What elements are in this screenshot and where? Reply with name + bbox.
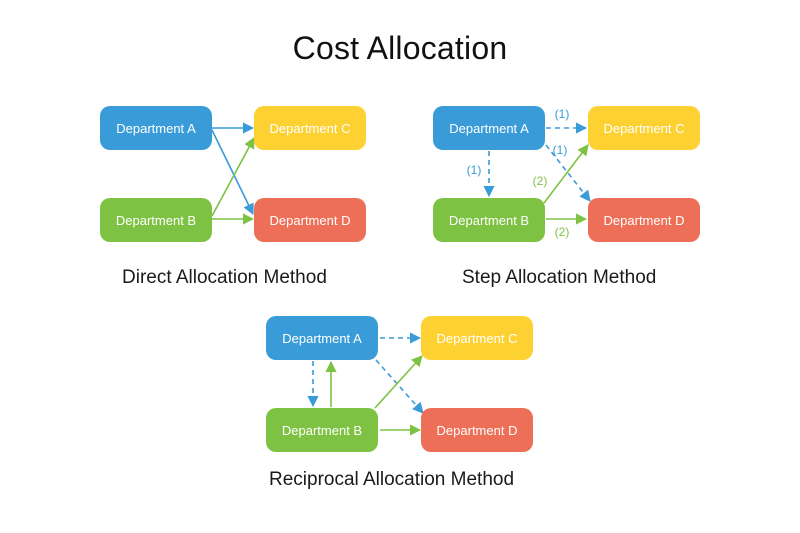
direct-department-b: Department B <box>100 198 212 242</box>
direct-b-to-c-arrow <box>211 137 255 217</box>
direct-method-label: Direct Allocation Method <box>122 267 327 288</box>
step-department-a: Department A <box>433 106 545 150</box>
direct-department-d: Department D <box>254 198 366 242</box>
reciprocal-department-d: Department D <box>421 408 533 452</box>
step-b-to-c-label: (2) <box>533 174 548 188</box>
step-department-b: Department B <box>433 198 545 242</box>
reciprocal-method-label: Reciprocal Allocation Method <box>269 469 515 490</box>
reciprocal-department-a: Department A <box>266 316 378 360</box>
direct-a-to-d-arrow <box>211 129 254 216</box>
diagram-title: Cost Allocation <box>292 30 508 66</box>
step-a-to-b-label: (1) <box>467 163 482 177</box>
step-a-to-d-label: (1) <box>553 143 568 157</box>
reciprocal-department-c: Department C <box>421 316 533 360</box>
recip-b-to-c-arrow <box>374 355 423 409</box>
step-method-label: Step Allocation Method <box>462 267 657 288</box>
reciprocal-department-b: Department B <box>266 408 378 452</box>
step-a-to-d-arrow <box>545 144 591 202</box>
direct-department-c: Department C <box>254 106 366 150</box>
recip-a-to-d-arrow <box>375 359 424 414</box>
step-b-to-c-arrow <box>543 144 589 204</box>
step-a-to-c-label: (1) <box>555 107 570 121</box>
direct-department-a: Department A <box>100 106 212 150</box>
step-department-d: Department D <box>588 198 700 242</box>
step-b-to-d-label: (2) <box>555 225 570 239</box>
step-department-c: Department C <box>588 106 700 150</box>
